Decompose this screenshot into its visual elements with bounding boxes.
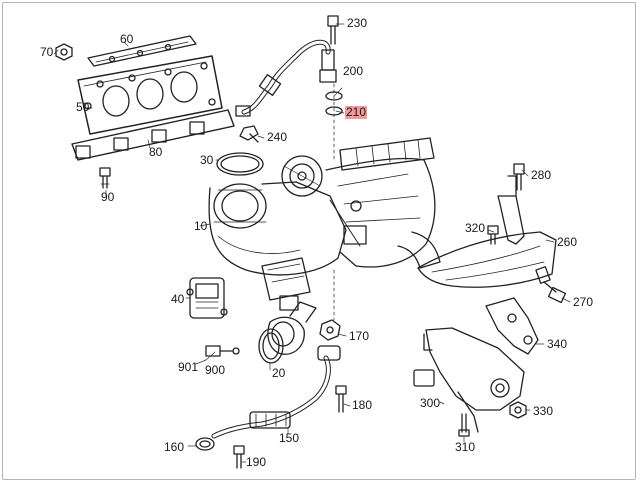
bolt-170 [319, 319, 341, 341]
callout-80[interactable]: 80 [149, 145, 163, 159]
leader-lines [53, 23, 571, 463]
bracket-arm [497, 175, 525, 245]
bolt-90 [99, 167, 111, 189]
callout-40[interactable]: 40 [171, 292, 185, 306]
manifold-gasket-50 [77, 55, 223, 135]
callout-240[interactable]: 240 [267, 130, 288, 144]
callout-300[interactable]: 300 [420, 396, 441, 410]
callout-200[interactable]: 200 [343, 64, 364, 78]
retaining-plate-80 [71, 109, 235, 161]
callout-70[interactable]: 70 [40, 45, 54, 59]
diagram-frame [2, 2, 636, 480]
diverter-valve-40 [186, 277, 228, 319]
bolt-240 [239, 125, 259, 143]
bolt-280 [513, 163, 525, 191]
seal-160 [195, 437, 215, 451]
callout-310[interactable]: 310 [455, 440, 476, 454]
callout-50[interactable]: 50 [76, 100, 90, 114]
callout-170[interactable]: 170 [349, 329, 370, 343]
bracket-340 [485, 297, 539, 355]
nut-70 [55, 43, 73, 61]
callout-280[interactable]: 280 [531, 168, 552, 182]
heat-shield-260 [417, 231, 557, 288]
bolt-180 [335, 385, 347, 413]
callout-30[interactable]: 30 [200, 153, 214, 167]
callout-900[interactable]: 900 [205, 363, 226, 377]
o-ring-30 [216, 152, 264, 176]
bracket-300 [413, 327, 525, 433]
callout-90[interactable]: 90 [101, 190, 115, 204]
callout-190[interactable]: 190 [246, 455, 267, 469]
turbocharger-10 [208, 137, 441, 276]
bolt-310 [458, 413, 470, 437]
callout-20[interactable]: 20 [272, 366, 286, 380]
callout-160[interactable]: 160 [164, 440, 185, 454]
callout-901[interactable]: 901 [178, 360, 199, 374]
callout-230[interactable]: 230 [347, 16, 368, 30]
elbow-20 [267, 301, 317, 355]
callout-10[interactable]: 10 [194, 219, 208, 233]
callout-180[interactable]: 180 [352, 398, 373, 412]
intake-elbow-block [261, 257, 311, 311]
callout-340[interactable]: 340 [547, 337, 568, 351]
sensor-270 [535, 266, 567, 304]
callout-320[interactable]: 320 [465, 221, 486, 235]
callout-270[interactable]: 270 [573, 295, 594, 309]
callout-60[interactable]: 60 [120, 32, 134, 46]
gasket-60 [87, 35, 197, 67]
clamp-900 [205, 345, 240, 357]
nut-330 [509, 401, 527, 419]
oil-feed-line-200 [235, 39, 337, 117]
banjo-bolt-230 [327, 15, 339, 45]
bolt-190 [233, 445, 245, 469]
oil-return-line-150 [211, 345, 341, 439]
callout-260[interactable]: 260 [557, 235, 578, 249]
bolt-320 [487, 225, 499, 245]
callout-210[interactable]: 210 [345, 105, 368, 119]
callout-330[interactable]: 330 [533, 404, 554, 418]
o-ring-20 [258, 328, 284, 364]
callout-150[interactable]: 150 [279, 431, 300, 445]
